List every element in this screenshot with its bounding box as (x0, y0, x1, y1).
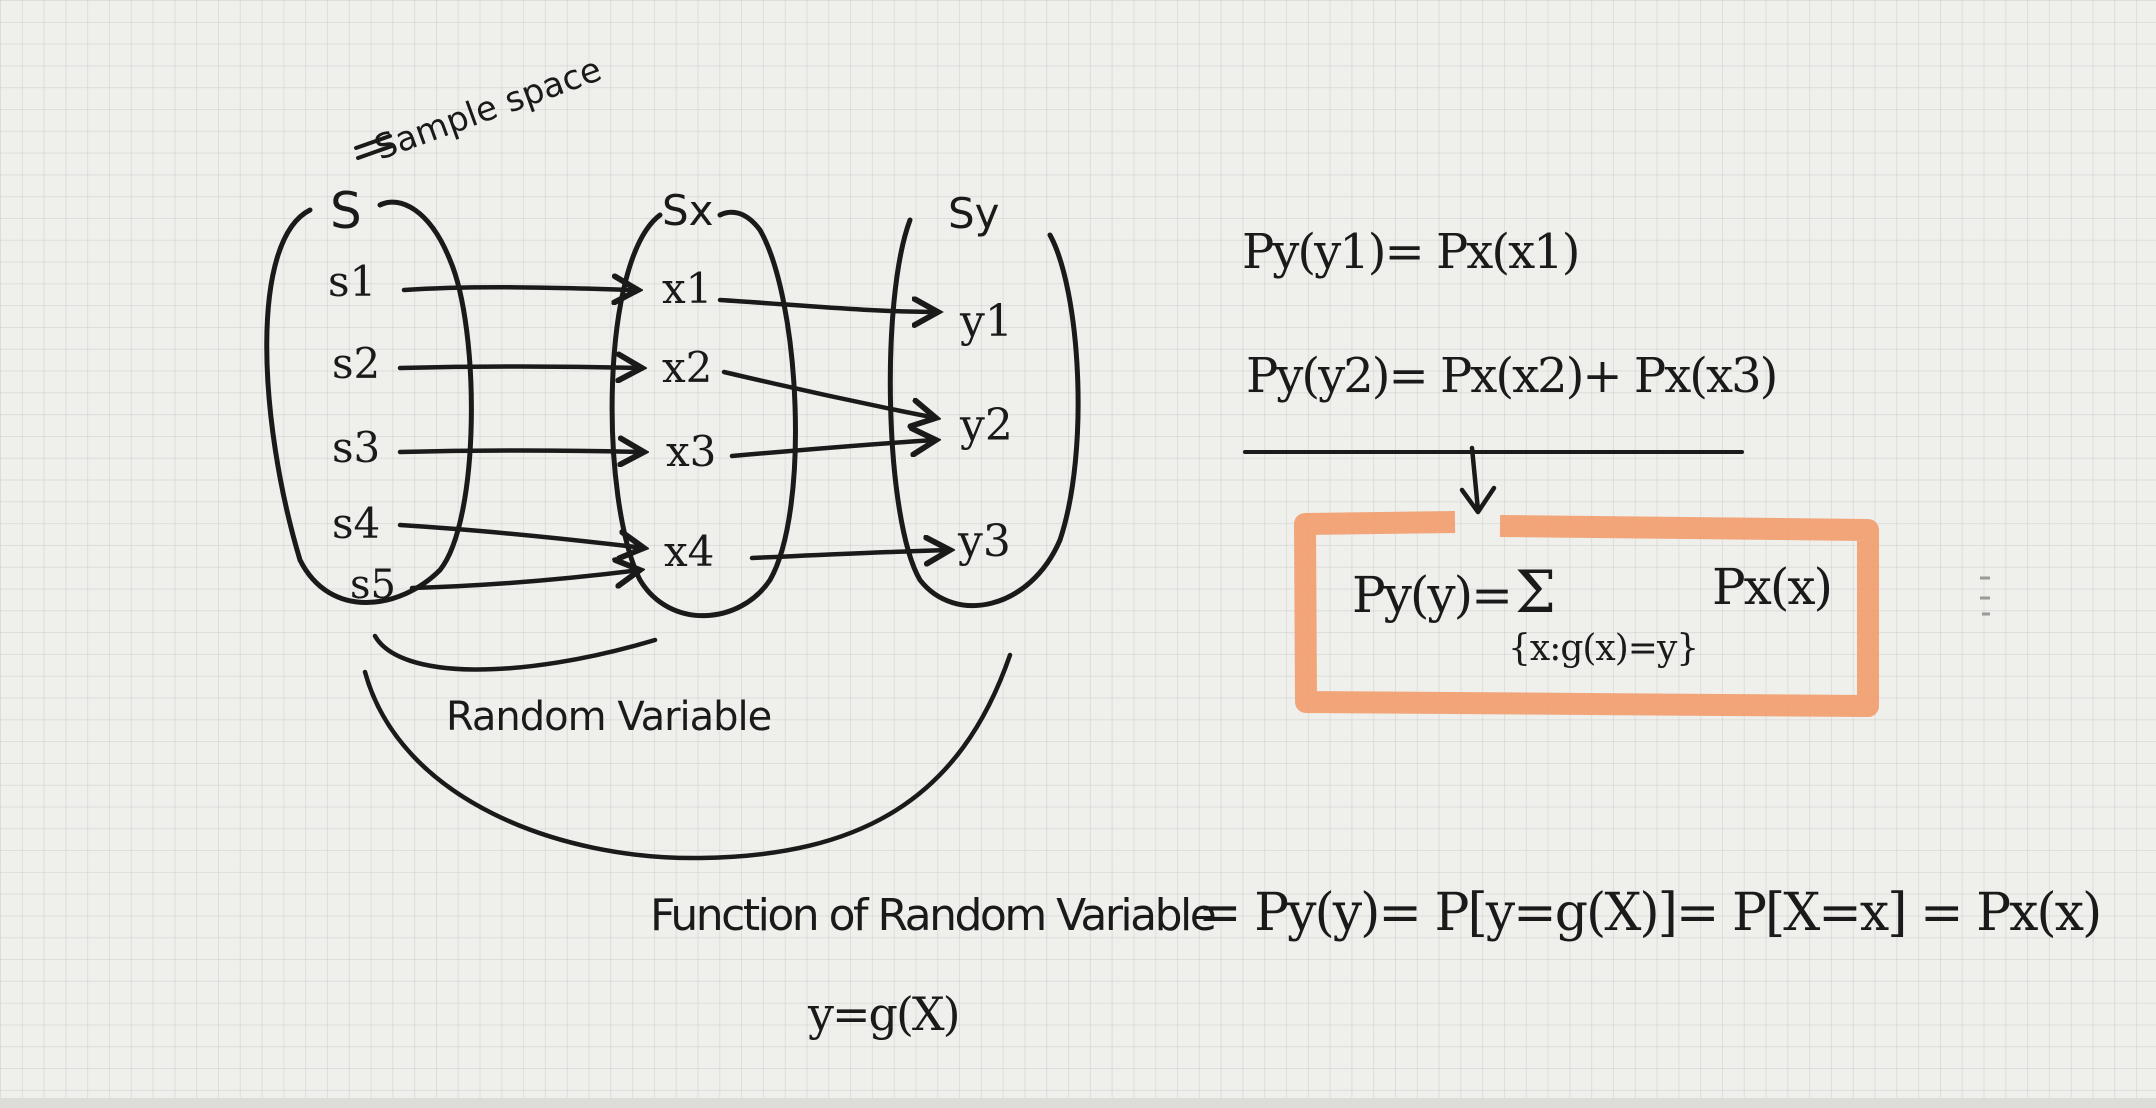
sample-point: s1 (328, 257, 376, 306)
mapping-arrow (729, 440, 936, 459)
mapping-arrow (397, 522, 644, 548)
y-definition: y=g(X) (807, 987, 959, 1041)
brace-label: Random Variable (446, 694, 771, 740)
y-value: y1 (959, 296, 1013, 347)
mapping-arrow (409, 570, 640, 591)
set-sx-ellipse (609, 209, 798, 619)
x-value: x3 (666, 427, 716, 476)
sample-space-note: Sample space (369, 49, 606, 168)
mapping-arrow (401, 287, 638, 290)
page-bottom-edge (0, 1098, 2156, 1108)
equation-y1: Py(y1)= Px(x1) (1242, 224, 1578, 280)
mapping-arrow (749, 550, 950, 558)
equals-mark (354, 134, 394, 160)
mapping-arrow (397, 451, 644, 453)
set-sy-ellipse (887, 217, 1081, 609)
mapping-arrow (717, 300, 938, 312)
boxed-lhs: Py(y)= (1352, 566, 1511, 624)
function-curve (362, 652, 1013, 861)
down-arrow (1459, 445, 1497, 515)
function-label: Function of Random Variable (650, 890, 1215, 941)
set-sy-label: Sy (948, 189, 1000, 238)
random-variable-brace (372, 633, 658, 672)
equation-y2: Py(y2)= Px(x2)+ Px(x3) (1246, 348, 1776, 404)
sum-subscript: {x:g(x)=y} (1508, 628, 1698, 669)
y-value: y3 (957, 516, 1011, 567)
sample-point: s5 (350, 562, 396, 608)
set-sx-label: Sx (662, 186, 714, 235)
y-value: y2 (959, 400, 1013, 451)
set-s-label: S (330, 182, 362, 240)
mapping-arrow (721, 369, 936, 418)
function-equation: = Py(y)= P[y=g(X)]= P[X=x] = Px(x) (1198, 883, 2100, 943)
margin-marks (1980, 576, 1990, 616)
sample-point: s2 (332, 339, 380, 388)
boxed-rhs: Px(x) (1712, 558, 1831, 616)
highlight-box (1294, 511, 1879, 717)
x-value: x1 (662, 264, 712, 313)
x-value: x4 (664, 527, 714, 576)
set-s-ellipse (264, 199, 474, 605)
sample-point: s4 (332, 499, 380, 548)
mapping-arrow (397, 367, 642, 369)
sample-point: s3 (332, 423, 380, 472)
sum-symbol: Σ (1515, 558, 1556, 626)
x-value: x2 (662, 343, 712, 392)
